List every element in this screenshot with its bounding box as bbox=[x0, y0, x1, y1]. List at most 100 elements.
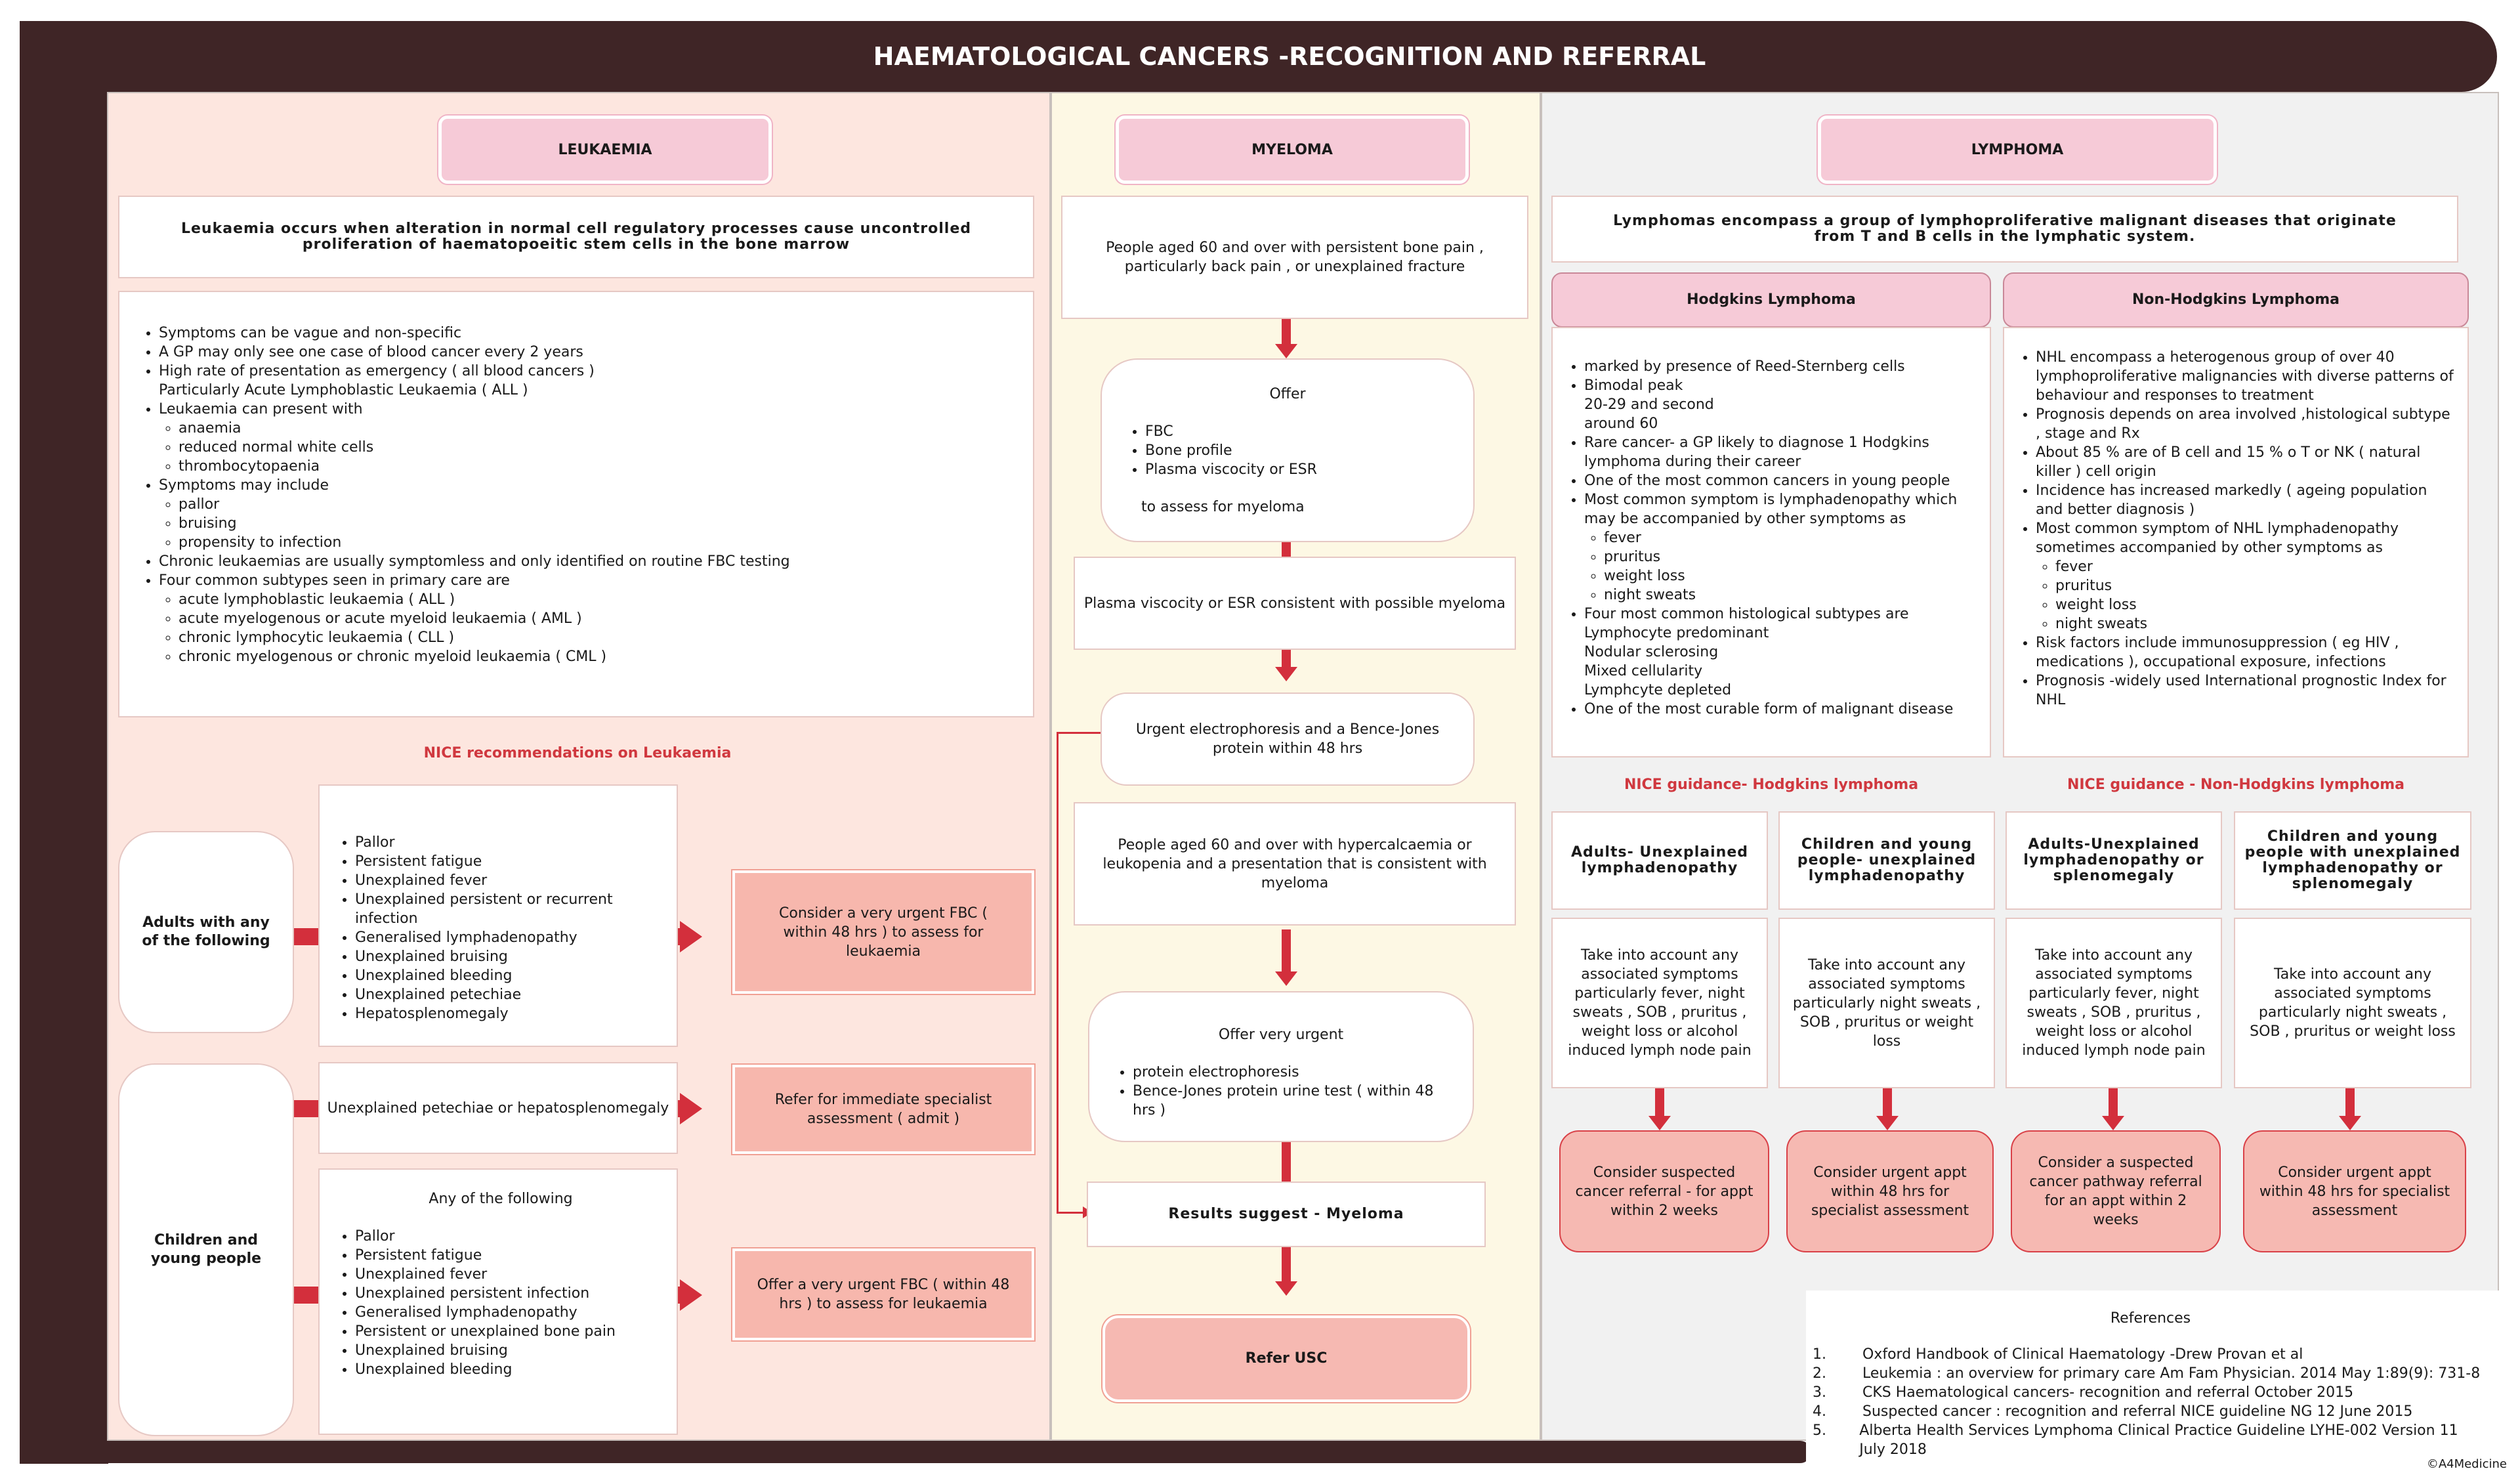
leukaemia-facts: Symptoms can be vague and non-specific A… bbox=[118, 291, 1034, 717]
adults-arrow-head bbox=[680, 921, 702, 952]
list-item: FBC bbox=[1145, 422, 1454, 441]
list-item: Hepatosplenomegaly bbox=[355, 1004, 670, 1023]
arrow-head bbox=[1876, 1116, 1899, 1130]
list-item: Pallor bbox=[355, 833, 670, 852]
lymph-col1-head: Adults- Unexplained lymphadenopathy bbox=[1551, 811, 1768, 910]
reference-item: 5.Alberta Health Services Lymphoma Clini… bbox=[1813, 1422, 2458, 1458]
myeloma-step-bone-pain: People aged 60 and over with persistent … bbox=[1061, 196, 1528, 319]
arrow-head bbox=[1648, 1116, 1671, 1130]
references-box: References 1.Oxford Handbook of Clinical… bbox=[1806, 1290, 2502, 1466]
petechiae-action: Refer for immediate specialist assessmen… bbox=[732, 1065, 1034, 1154]
arrow-shaft bbox=[1282, 1142, 1291, 1182]
list-item: About 85 % are of B cell and 15 % o T or… bbox=[2036, 443, 2454, 481]
adults-action: Consider a very urgent FBC ( within 48 h… bbox=[732, 870, 1034, 994]
nhl-title: Non-Hodgkins Lymphoma bbox=[2003, 272, 2469, 328]
petechiae-arrow-head bbox=[680, 1093, 702, 1124]
arrow-head bbox=[1275, 1281, 1297, 1296]
arrow-head bbox=[2102, 1116, 2124, 1130]
list-item: NHL encompass a heterogenous group of ov… bbox=[2036, 348, 2454, 405]
arrow-shaft bbox=[2345, 1088, 2355, 1119]
bracket-line bbox=[1057, 1212, 1084, 1214]
myeloma-results: Results suggest - Myeloma bbox=[1087, 1182, 1486, 1247]
myeloma-offer-box: Offer FBC Bone profile Plasma viscocity … bbox=[1101, 358, 1475, 542]
lymph-col3-head: Adults-Unexplained lymphadenopathy or sp… bbox=[2006, 811, 2222, 910]
offer-note: to assess for myeloma bbox=[1141, 499, 1305, 515]
list-item: Chronic leukaemias are usually symptomle… bbox=[159, 552, 1007, 571]
arrow-head bbox=[2339, 1116, 2361, 1130]
list-item: Symptoms may include pallorbruisingprope… bbox=[159, 476, 1007, 552]
list-item: Leukaemia can present with anaemiareduce… bbox=[159, 400, 1007, 476]
frame-left-border bbox=[20, 21, 108, 1464]
children-label: Children and young people bbox=[118, 1063, 294, 1436]
nice-nhl-title: NICE guidance - Non-Hodgkins lymphoma bbox=[2067, 777, 2405, 793]
list-item: Unexplained fever bbox=[355, 871, 670, 890]
lymph-col4-head: Children and young people with unexplain… bbox=[2234, 811, 2471, 910]
lymphoma-definition: Lymphomas encompass a group of lymphopro… bbox=[1551, 196, 2458, 263]
lymph-col2-body: Take into account any associated symptom… bbox=[1778, 918, 1995, 1088]
arrow-head bbox=[1275, 667, 1297, 681]
reference-item: 3.CKS Haematological cancers- recognitio… bbox=[1813, 1384, 2354, 1401]
refer-usc: Refer USC bbox=[1102, 1315, 1470, 1402]
list-item: Risk factors include immunosuppression (… bbox=[2036, 633, 2454, 672]
arrow-shaft bbox=[1655, 1088, 1664, 1119]
list-item: Bone profile bbox=[1145, 441, 1454, 460]
hodgkins-facts: marked by presence of Reed-Sternberg cel… bbox=[1551, 327, 1991, 757]
list-item: Prognosis depends on area involved ,hist… bbox=[2036, 405, 2454, 443]
reference-item: 4.Suspected cancer : recognition and ref… bbox=[1813, 1403, 2413, 1420]
list-item: Pallor bbox=[355, 1227, 670, 1246]
list-item: protein electrophoresis bbox=[1133, 1063, 1453, 1082]
nhl-facts: NHL encompass a heterogenous group of ov… bbox=[2003, 327, 2469, 757]
list-item: High rate of presentation as emergency (… bbox=[159, 362, 1007, 400]
frame-bottom-border bbox=[20, 1441, 1811, 1463]
list-item: Rare cancer- a GP likely to diagnose 1 H… bbox=[1584, 433, 1977, 471]
list-item: Four common subtypes seen in primary car… bbox=[159, 571, 1007, 666]
lymph-col2-action: Consider urgent appt within 48 hrs for s… bbox=[1786, 1130, 1994, 1252]
arrow-head bbox=[1275, 971, 1297, 986]
reference-item: 1.Oxford Handbook of Clinical Haematolog… bbox=[1813, 1346, 2303, 1363]
nice-hodgkins-title: NICE guidance- Hodgkins lymphoma bbox=[1624, 777, 1919, 793]
list-item: Unexplained persistent or recurrent infe… bbox=[355, 890, 670, 928]
list-item: One of the most curable form of malignan… bbox=[1584, 700, 1977, 719]
list-item: Most common symptom is lymphadenopathy w… bbox=[1584, 490, 1977, 605]
lymphoma-heading: LYMPHOMA bbox=[1818, 116, 2217, 184]
lymph-col3-action: Consider a suspected cancer pathway refe… bbox=[2011, 1130, 2221, 1252]
list-item: Four most common histological subtypes a… bbox=[1584, 605, 1977, 700]
list-item: Generalised lymphadenopathy bbox=[355, 928, 670, 947]
leukaemia-heading: LEUKAEMIA bbox=[438, 116, 772, 184]
page-title: HAEMATOLOGICAL CANCERS -RECOGNITION AND … bbox=[873, 42, 1706, 71]
arrow-shaft bbox=[1282, 542, 1291, 557]
list-item: marked by presence of Reed-Sternberg cel… bbox=[1584, 357, 1977, 376]
header-bar bbox=[20, 21, 2497, 92]
references-title: References bbox=[2110, 1310, 2191, 1327]
list-item: Generalised lymphadenopathy bbox=[355, 1303, 670, 1322]
list-item: Persistent fatigue bbox=[355, 852, 670, 871]
list-item: One of the most common cancers in young … bbox=[1584, 471, 1977, 490]
list-item: Persistent fatigue bbox=[355, 1246, 670, 1265]
petechiae-condition: Unexplained petechiae or hepatosplenomeg… bbox=[318, 1062, 678, 1154]
list-item: Unexplained bleeding bbox=[355, 1360, 670, 1379]
arrow-shaft bbox=[1282, 319, 1291, 344]
offer2-title: Offer very urgent bbox=[1218, 1027, 1344, 1043]
arrow-shaft bbox=[1282, 1247, 1291, 1281]
adults-label: Adults with any of the following bbox=[118, 831, 294, 1033]
lymph-col4-body: Take into account any associated symptom… bbox=[2234, 918, 2471, 1088]
leukaemia-definition: Leukaemia occurs when alteration in norm… bbox=[118, 196, 1034, 278]
myeloma-step-esr: Plasma viscocity or ESR consistent with … bbox=[1074, 557, 1516, 650]
list-item: Bence-Jones protein urine test ( within … bbox=[1133, 1082, 1453, 1120]
list-item: Most common symptom of NHL lymphadenopat… bbox=[2036, 519, 2454, 633]
list-item: Symptoms can be vague and non-specific bbox=[159, 324, 1007, 343]
children-action: Offer a very urgent FBC ( within 48 hrs … bbox=[732, 1248, 1034, 1340]
myeloma-step-electrophoresis: Urgent electrophoresis and a Bence-Jones… bbox=[1101, 693, 1475, 786]
hodgkins-title: Hodgkins Lymphoma bbox=[1551, 272, 1991, 328]
bracket-line bbox=[1057, 732, 1059, 1214]
adults-symptoms: Pallor Persistent fatigue Unexplained fe… bbox=[318, 784, 678, 1047]
arrow-shaft bbox=[1282, 929, 1291, 971]
arrow-shaft bbox=[2109, 1088, 2118, 1119]
lymph-col2-head: Children and young people- unexplained l… bbox=[1778, 811, 1995, 910]
arrow-head bbox=[1275, 344, 1297, 358]
lymph-col1-action: Consider suspected cancer referral - for… bbox=[1559, 1130, 1769, 1252]
arrow-shaft bbox=[1883, 1088, 1892, 1119]
myeloma-offer-urgent-box: Offer very urgent protein electrophoresi… bbox=[1088, 991, 1474, 1142]
list-item: Unexplained petechiae bbox=[355, 985, 670, 1004]
